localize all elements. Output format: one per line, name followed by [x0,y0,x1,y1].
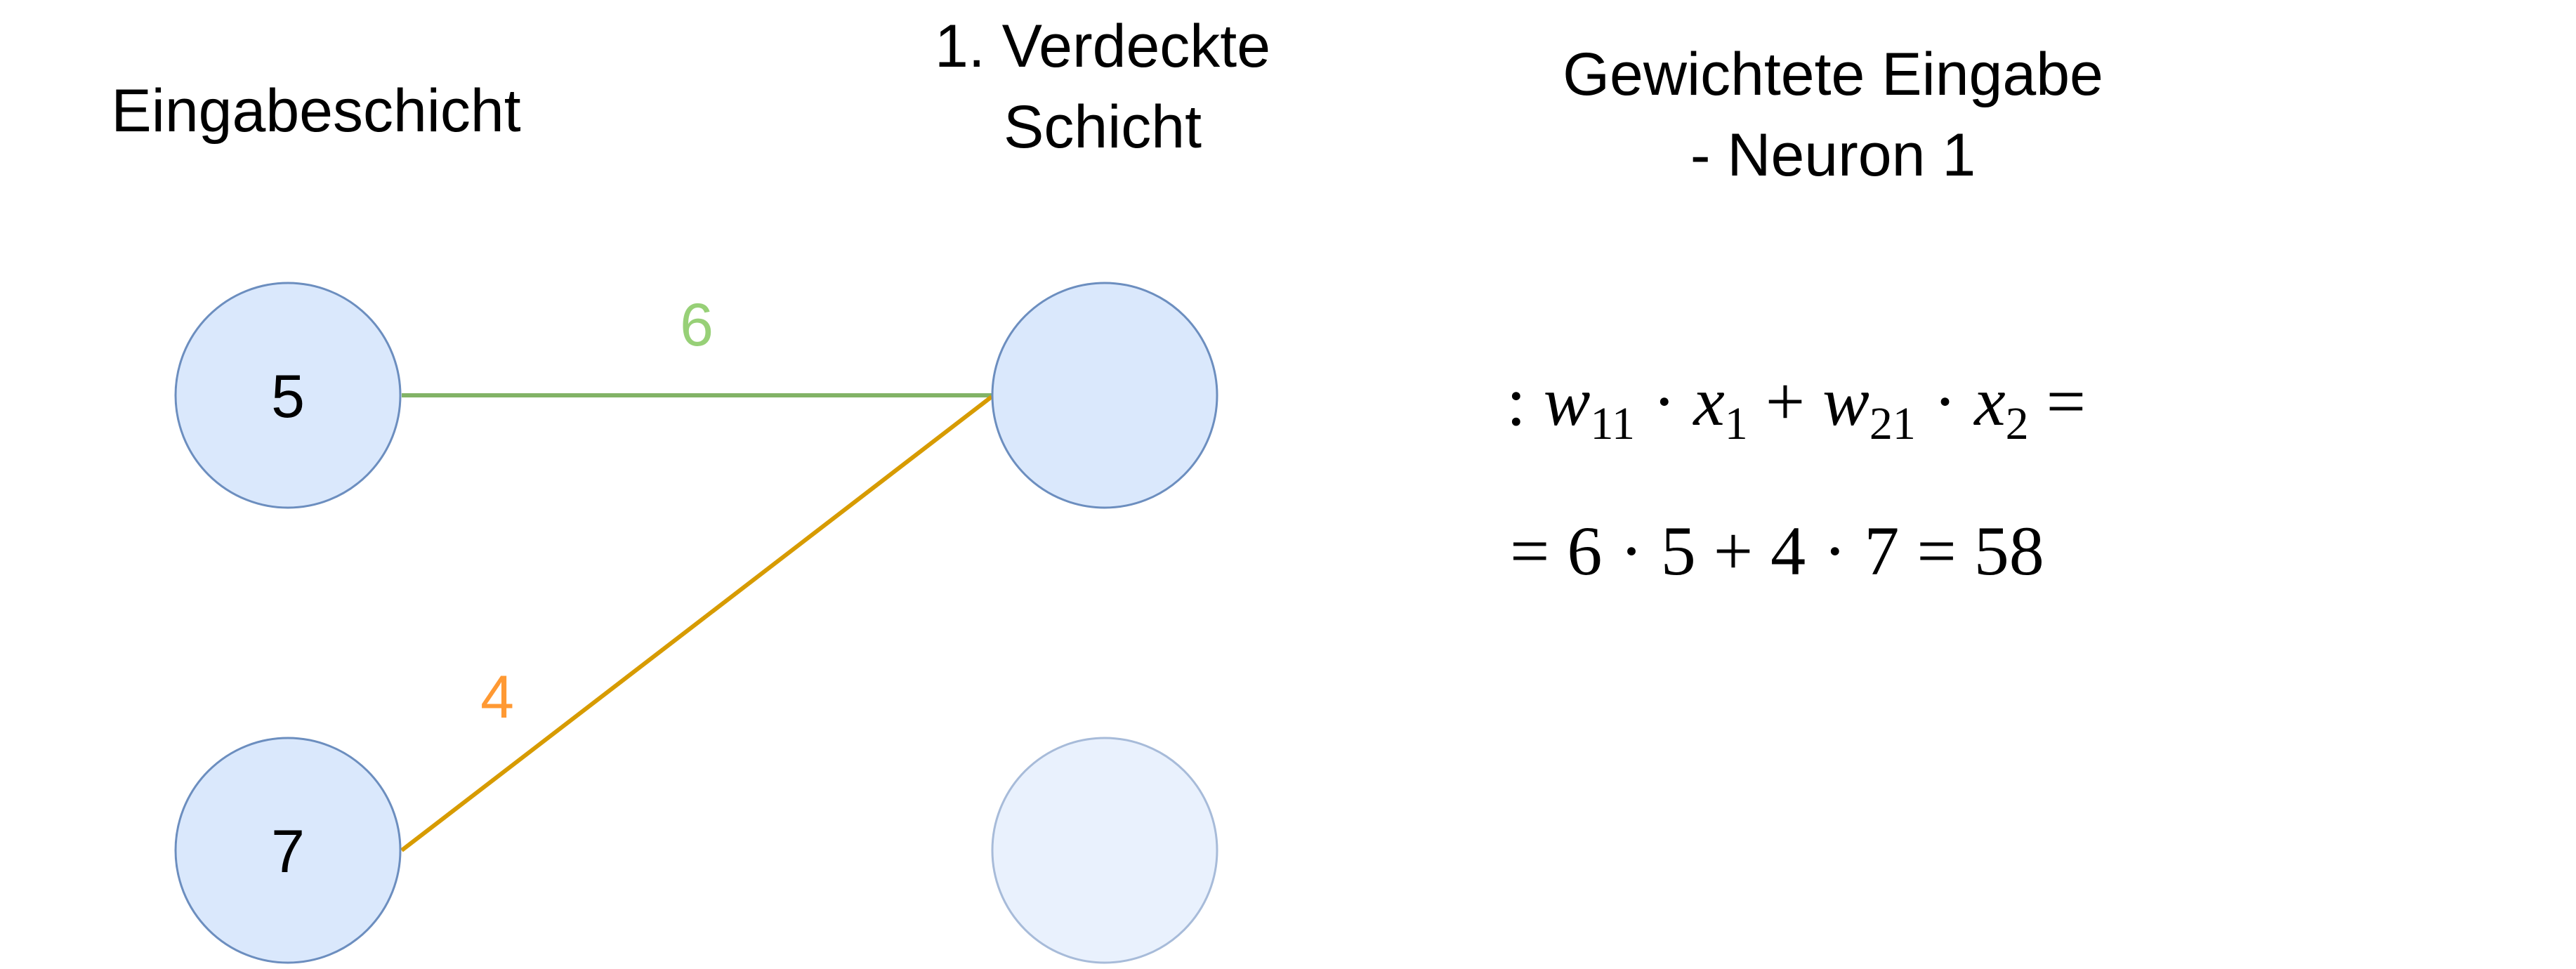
input-layer-heading: Eingabeschicht [111,77,520,145]
connections [400,393,993,852]
weighted-input-heading-line1: Gewichtete Eingabe [1563,41,2103,108]
weight-label-2: 4 [480,664,514,731]
hidden-layer-heading-line2: Schicht [1004,93,1202,161]
weighted-input-heading-line2: - Neuron 1 [1690,121,1976,189]
hidden-neuron-1 [991,282,1218,509]
weighted-input-formula: : w11 · x1 + w21 · x2 = = 6 · 5 + 4 · 7 … [1506,362,2086,590]
input-neuron-1-circle [174,282,402,509]
input-neuron-2: 7 [174,737,402,964]
hidden-neuron-2-circle [991,737,1218,964]
hidden-neuron-2 [991,737,1218,964]
hidden-layer-heading-line1: 1. Verdeckte [935,13,1270,80]
connection-input2-hidden1 [400,395,993,852]
input-neuron-2-circle [174,737,402,964]
formula-line-2: = 6 · 5 + 4 · 7 = 58 [1510,512,2044,590]
input-neuron-2-value: 7 [271,818,305,885]
input-neuron-1-value: 5 [271,363,305,430]
formula-line-1: : w11 · x1 + w21 · x2 = [1506,362,2086,449]
hidden-neuron-1-circle [991,282,1218,509]
weight-label-1: 6 [680,291,714,359]
input-neuron-1: 5 [174,282,402,509]
